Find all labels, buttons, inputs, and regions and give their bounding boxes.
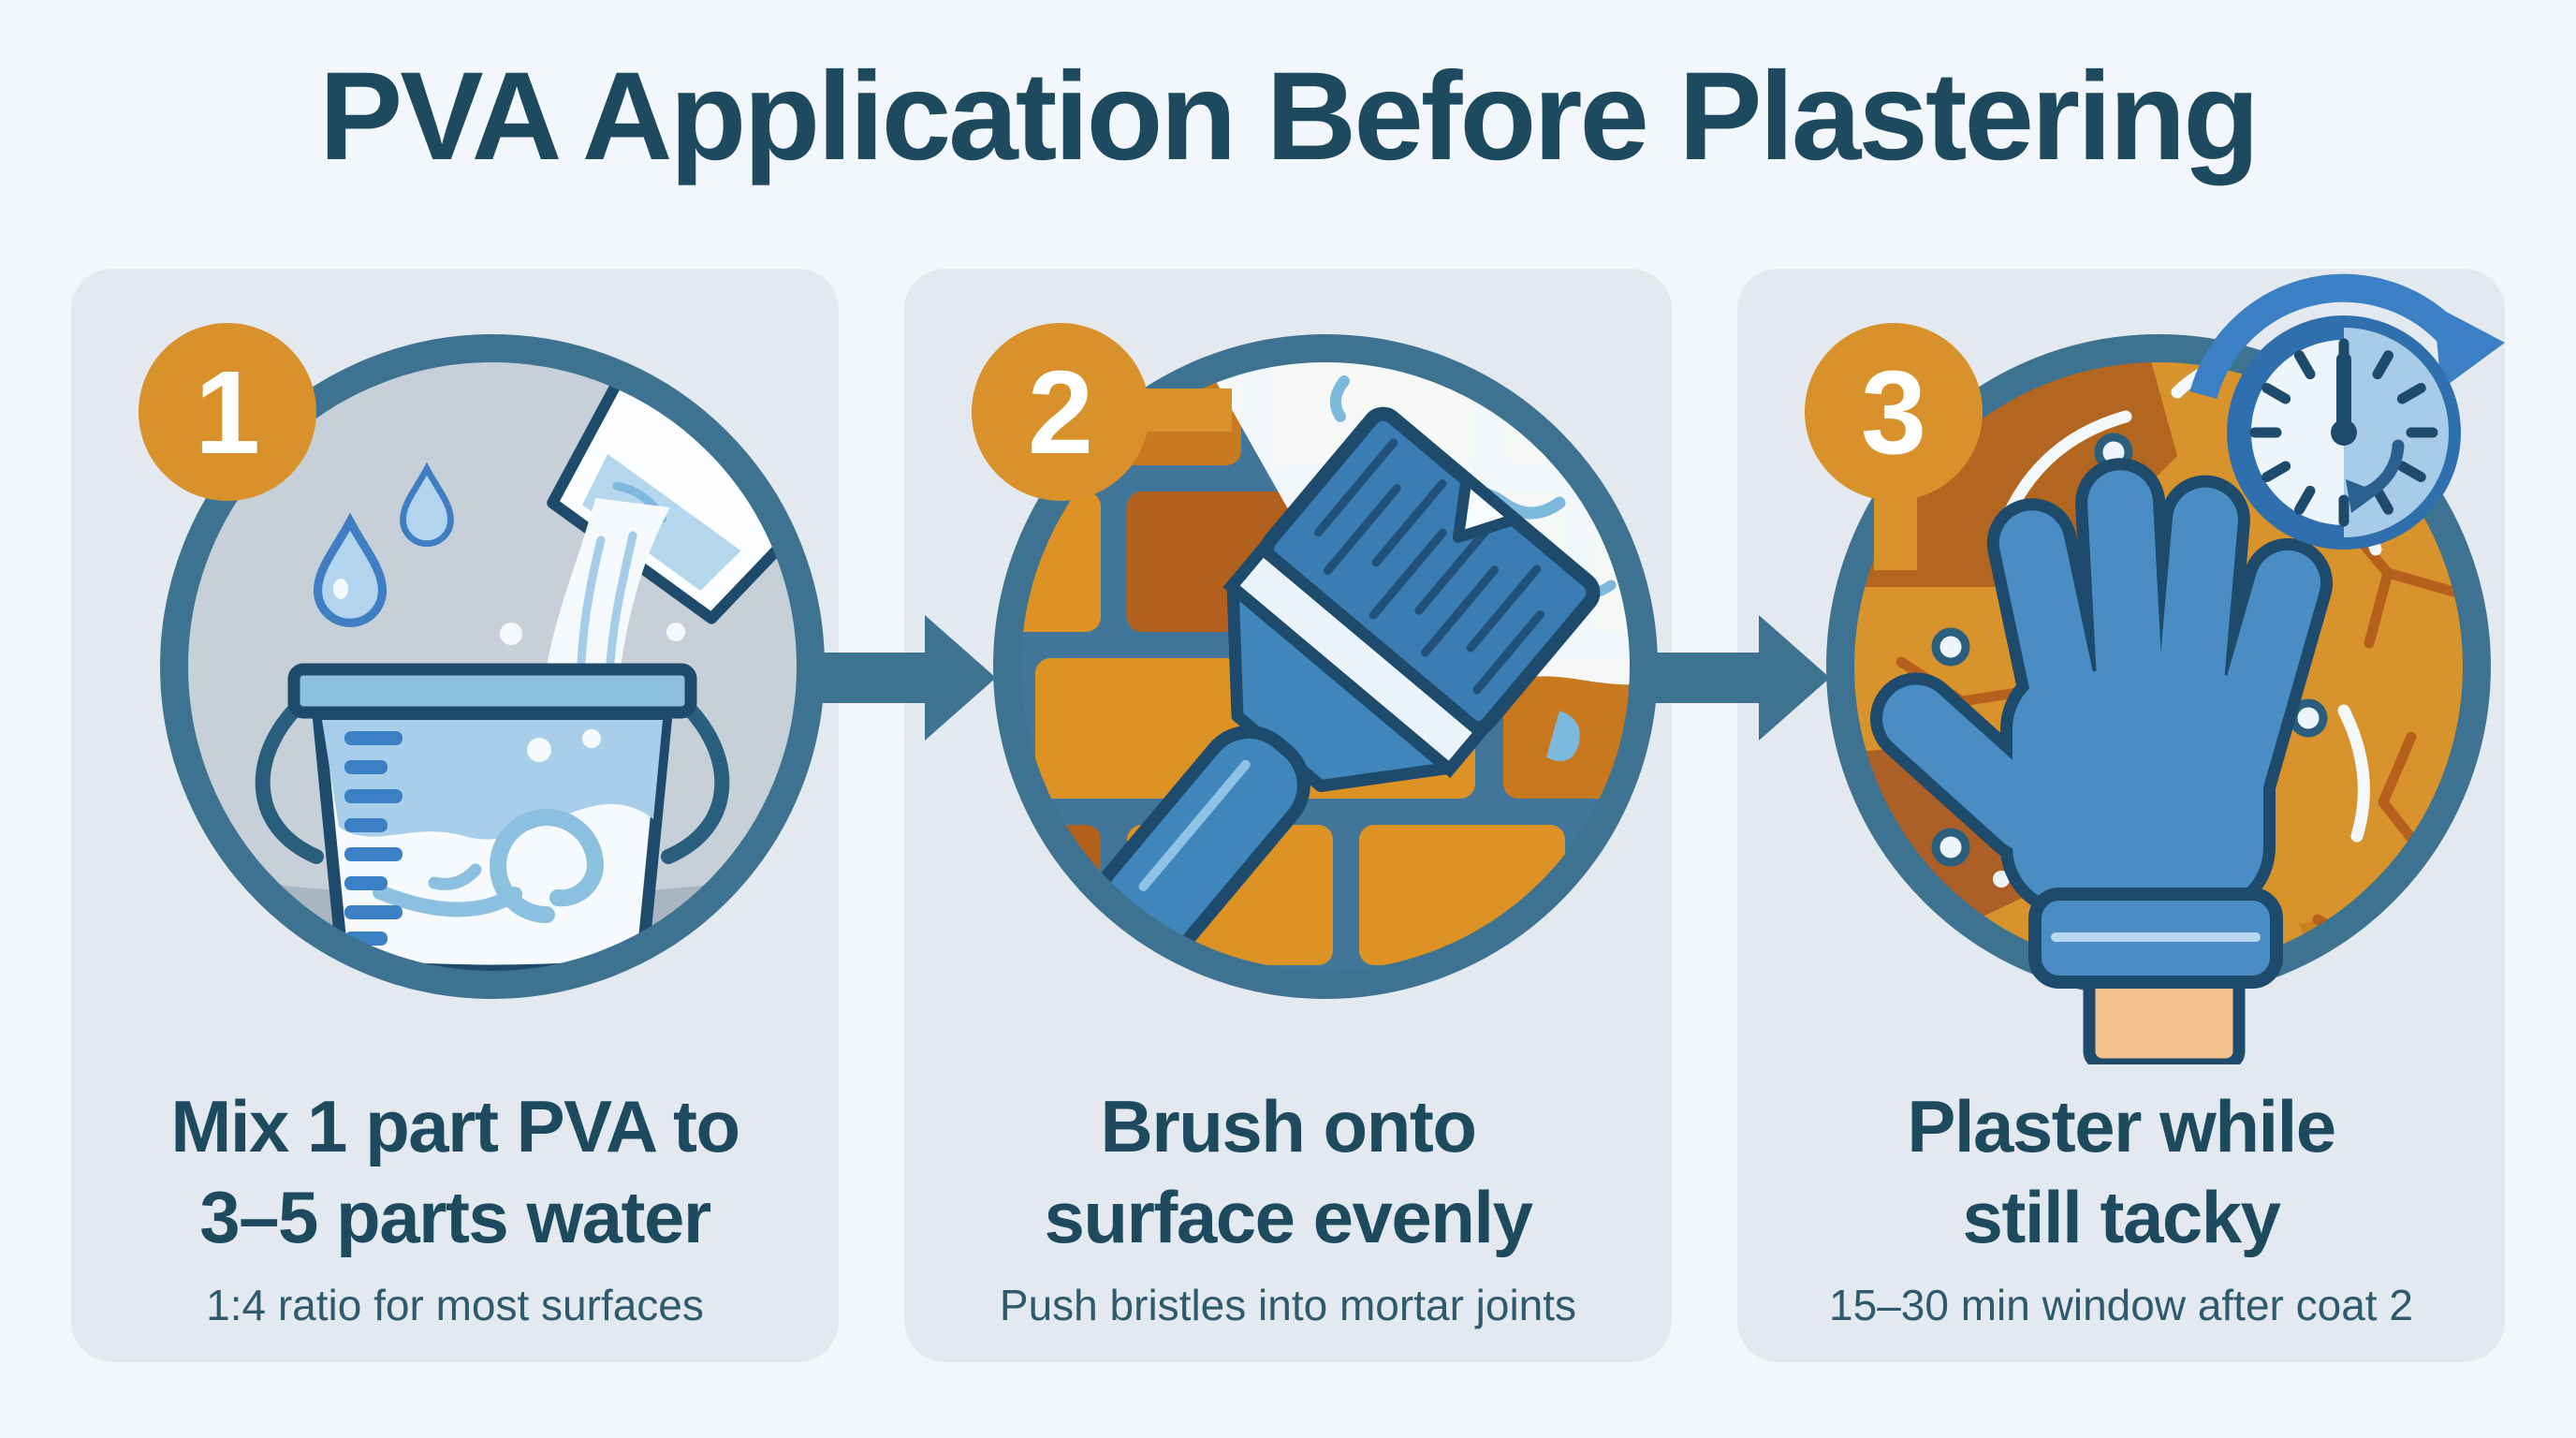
step-1-card: 1 Mix 1 part PVA to 3–5 parts water 1:4 … [71, 269, 839, 1362]
step-2-title: Brush onto surface evenly [1044, 1085, 1533, 1258]
glove-hand-icon [1868, 468, 2328, 1064]
graduation-marks [344, 731, 402, 946]
step-arrow-icon [801, 615, 996, 741]
step-3-title: Plaster while still tacky [1907, 1085, 2336, 1258]
timer-icon [2189, 273, 2505, 550]
step1-illustration [160, 334, 825, 999]
step-number-badge: 2 [972, 323, 1149, 501]
step-2-subtitle: Push bristles into mortar joints [999, 1281, 1577, 1329]
step-3-subtitle: 15–30 min window after coat 2 [1829, 1281, 2413, 1329]
step-arrow-icon [1635, 615, 1830, 741]
step-2-card: 2 Brush onto surface evenly Push bristle… [904, 269, 1672, 1362]
mixing-scene [187, 361, 798, 972]
step-number: 2 [1027, 345, 1094, 478]
step-number-badge: 3 [1805, 323, 1983, 501]
page-title: PVA Application Before Plastering [318, 47, 2260, 186]
pour-stream [500, 498, 685, 685]
step-1-title: Mix 1 part PVA to 3–5 parts water [170, 1085, 740, 1258]
paintbrush-icon [1092, 406, 1601, 962]
step-1-subtitle: 1:4 ratio for most surfaces [206, 1281, 704, 1329]
step-number: 1 [194, 345, 261, 478]
step2-illustration [993, 334, 1658, 999]
step-number: 3 [1860, 345, 1927, 478]
step-number-badge: 1 [139, 323, 316, 501]
water-droplet-icon [313, 462, 454, 627]
step-3-card: 3 Plaster while still tacky 15–30 min wi… [1737, 269, 2505, 1362]
